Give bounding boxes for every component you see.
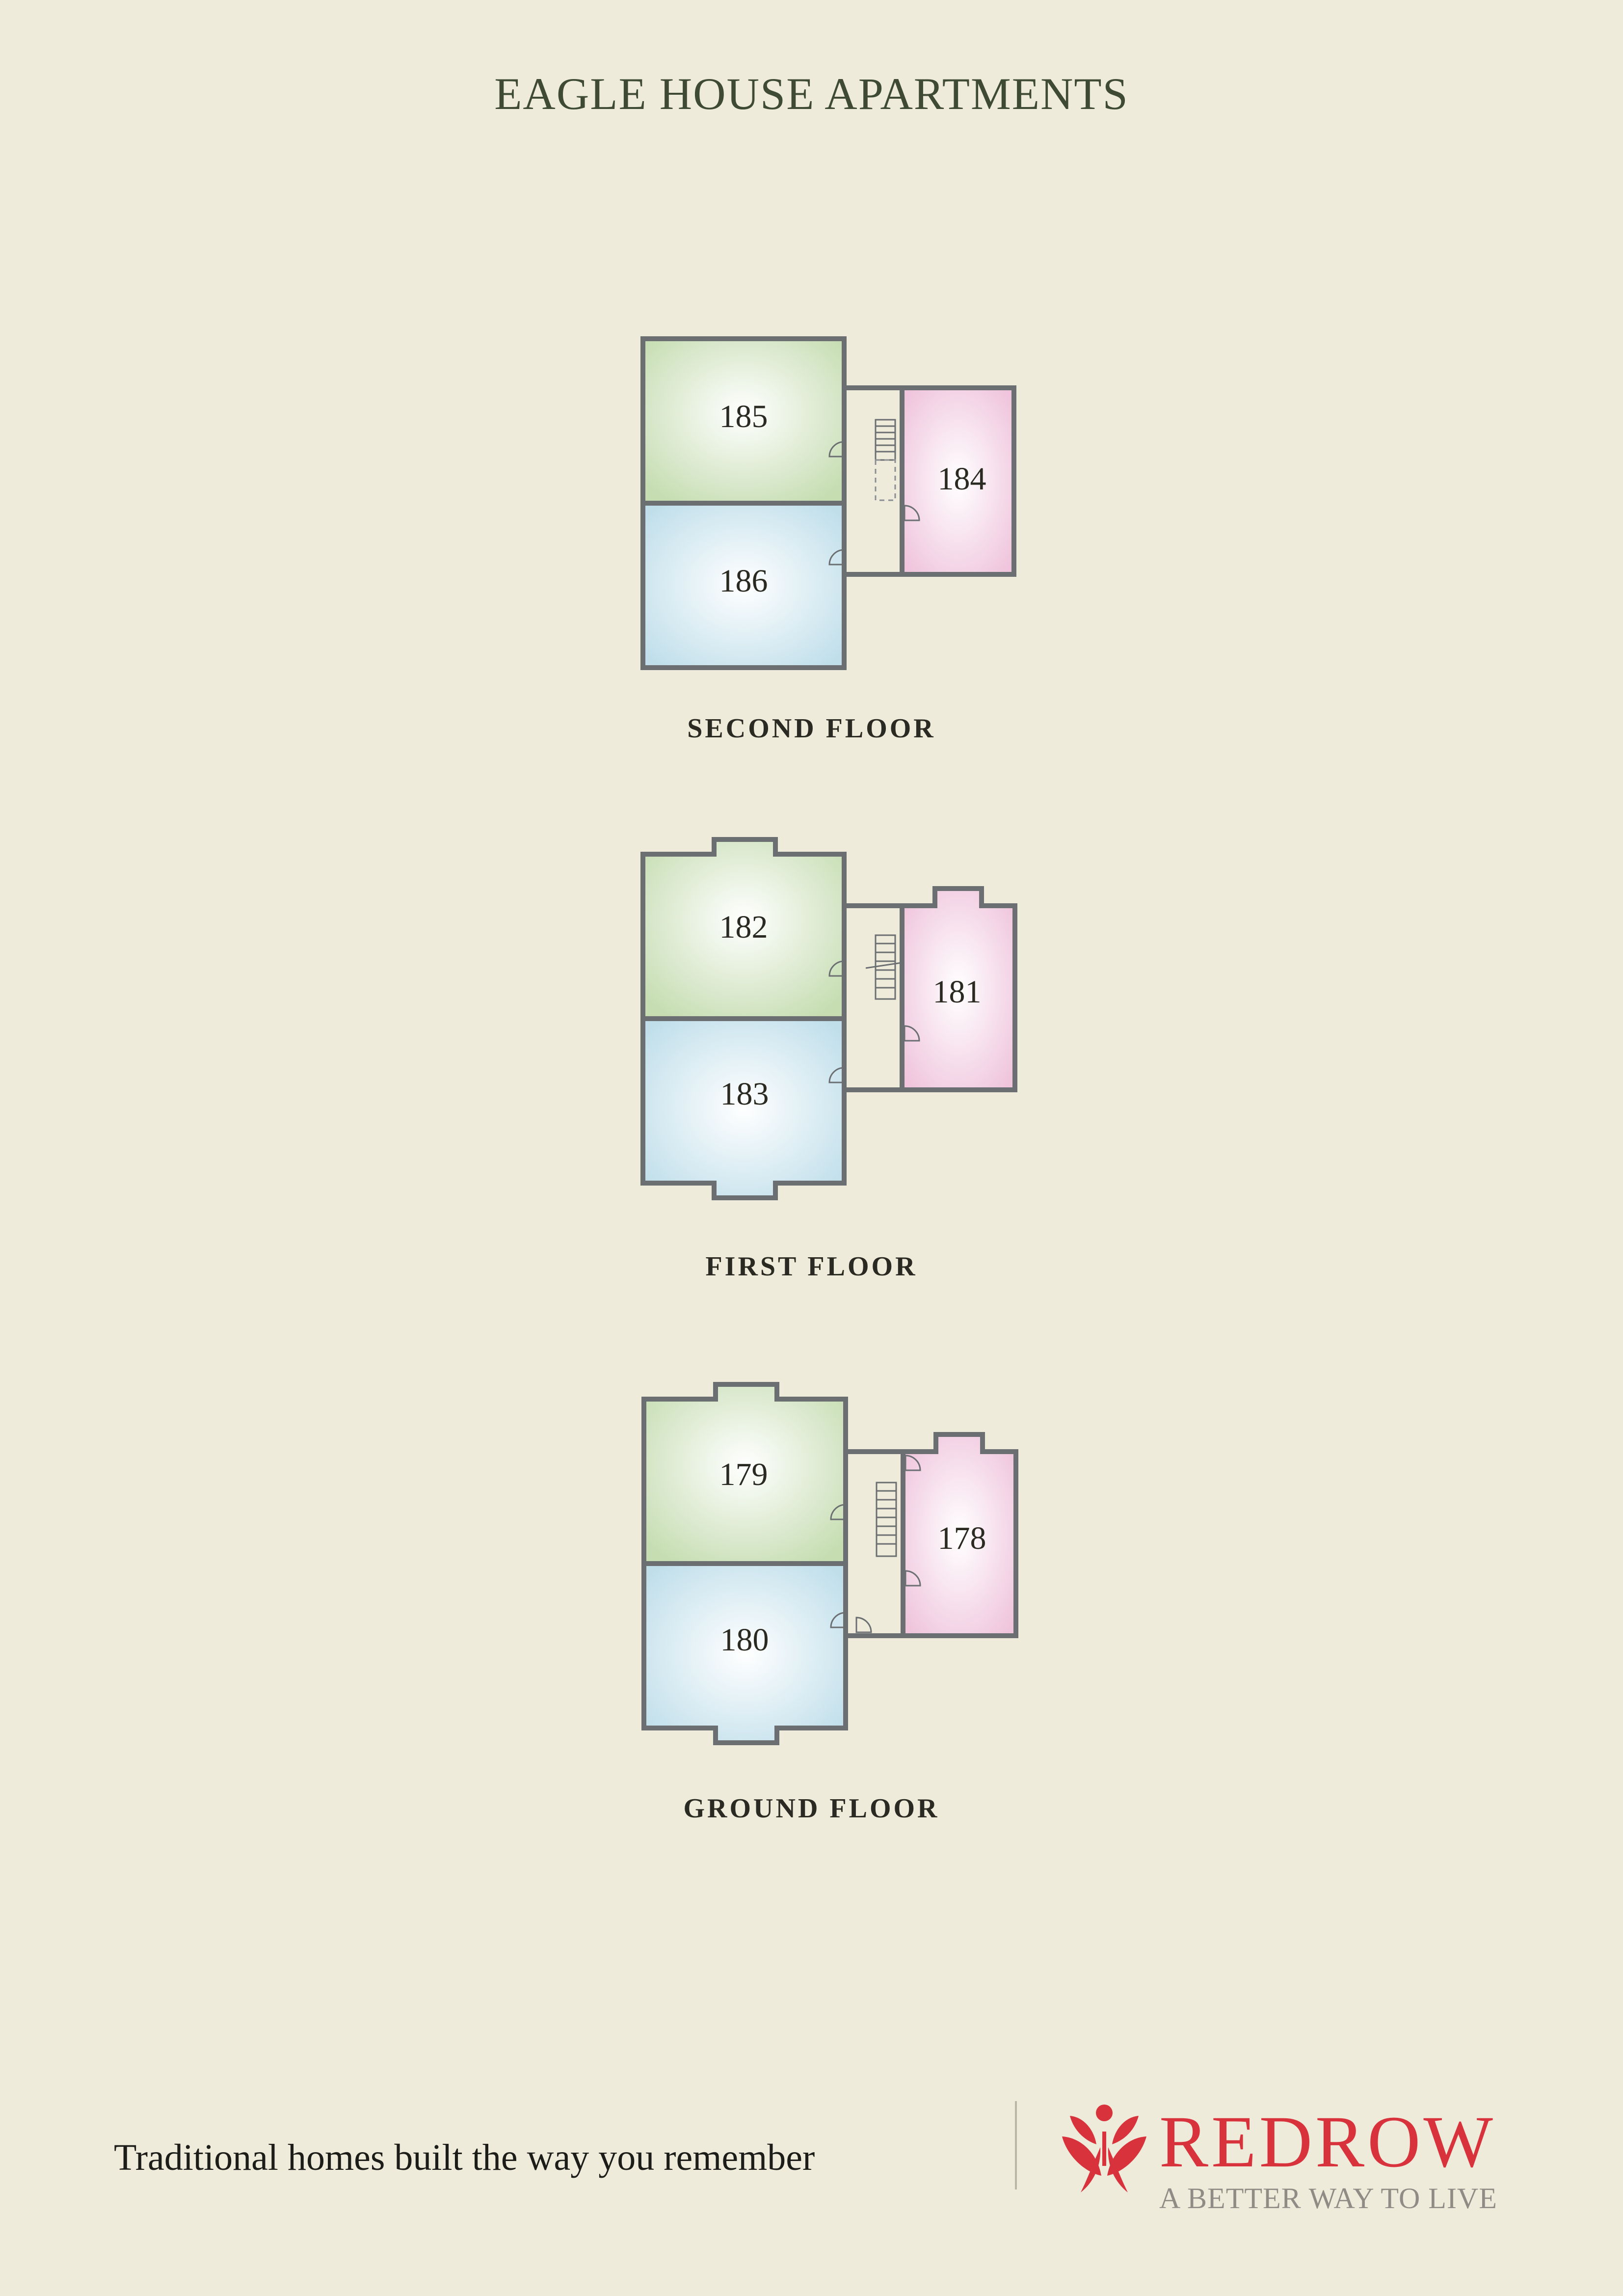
floor-label-first: FIRST FLOOR — [705, 1251, 918, 1282]
unit-number: 185 — [719, 399, 768, 434]
unit-number: 181 — [933, 974, 982, 1010]
redrow-leaf-figure-icon — [1062, 2105, 1146, 2192]
door-icon — [828, 960, 920, 1083]
unit-number: 182 — [719, 909, 768, 945]
brand-name: REDROW — [1159, 2101, 1496, 2183]
unit-179[interactable]: 179 — [641, 1382, 848, 1566]
corridor-stairwell — [846, 1449, 905, 1638]
footer-divider — [1015, 2101, 1017, 2189]
unit-number: 183 — [720, 1076, 769, 1112]
unit-182[interactable]: 182 — [640, 837, 847, 1021]
unit-number: 186 — [719, 563, 768, 599]
unit-184[interactable]: 184 — [900, 385, 1016, 577]
door-icon — [828, 441, 920, 566]
door-icon — [830, 1455, 921, 1633]
unit-180[interactable]: 180 — [641, 1561, 848, 1745]
floor-plan-ground: 179 180 178 — [641, 1382, 1018, 1745]
floor-plan-first: 182 183 181 — [640, 837, 1017, 1200]
unit-185[interactable]: 185 — [640, 336, 847, 506]
footer-tagline: Traditional homes built the way you reme… — [114, 2137, 815, 2178]
floor-label-second: SECOND FLOOR — [687, 713, 936, 744]
brand-slogan: A BETTER WAY TO LIVE — [1159, 2182, 1497, 2215]
unit-number: 178 — [938, 1520, 986, 1556]
unit-number: 180 — [720, 1622, 769, 1658]
unit-number: 179 — [719, 1457, 768, 1492]
unit-number: 184 — [938, 461, 986, 497]
corridor-stairwell — [844, 385, 905, 577]
unit-183[interactable]: 183 — [640, 1016, 847, 1200]
floor-plan-second: 185 186 184 — [640, 336, 1016, 670]
corridor-stairwell — [844, 903, 905, 1092]
unit-186[interactable]: 186 — [640, 501, 847, 670]
floor-label-ground: GROUND FLOOR — [683, 1793, 940, 1824]
unit-178[interactable]: 178 — [901, 1432, 1018, 1638]
unit-181[interactable]: 181 — [900, 886, 1017, 1092]
page-title: EAGLE HOUSE APARTMENTS — [494, 69, 1129, 119]
